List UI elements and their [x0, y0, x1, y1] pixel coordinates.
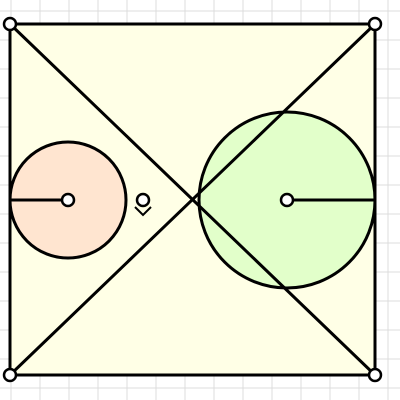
- corner-top-right[interactable]: [367, 16, 383, 32]
- point-markers: [2, 16, 383, 383]
- right-angle-mark: [134, 206, 152, 217]
- corner-bottom-left[interactable]: [2, 367, 18, 383]
- intersection-point[interactable]: [135, 192, 151, 208]
- corner-top-left[interactable]: [2, 16, 18, 32]
- right-circle-center[interactable]: [279, 192, 295, 208]
- corner-bottom-right[interactable]: [367, 367, 383, 383]
- left-circle-center[interactable]: [60, 192, 76, 208]
- diagonal-top-right-to-bottom-left: [8, 22, 377, 377]
